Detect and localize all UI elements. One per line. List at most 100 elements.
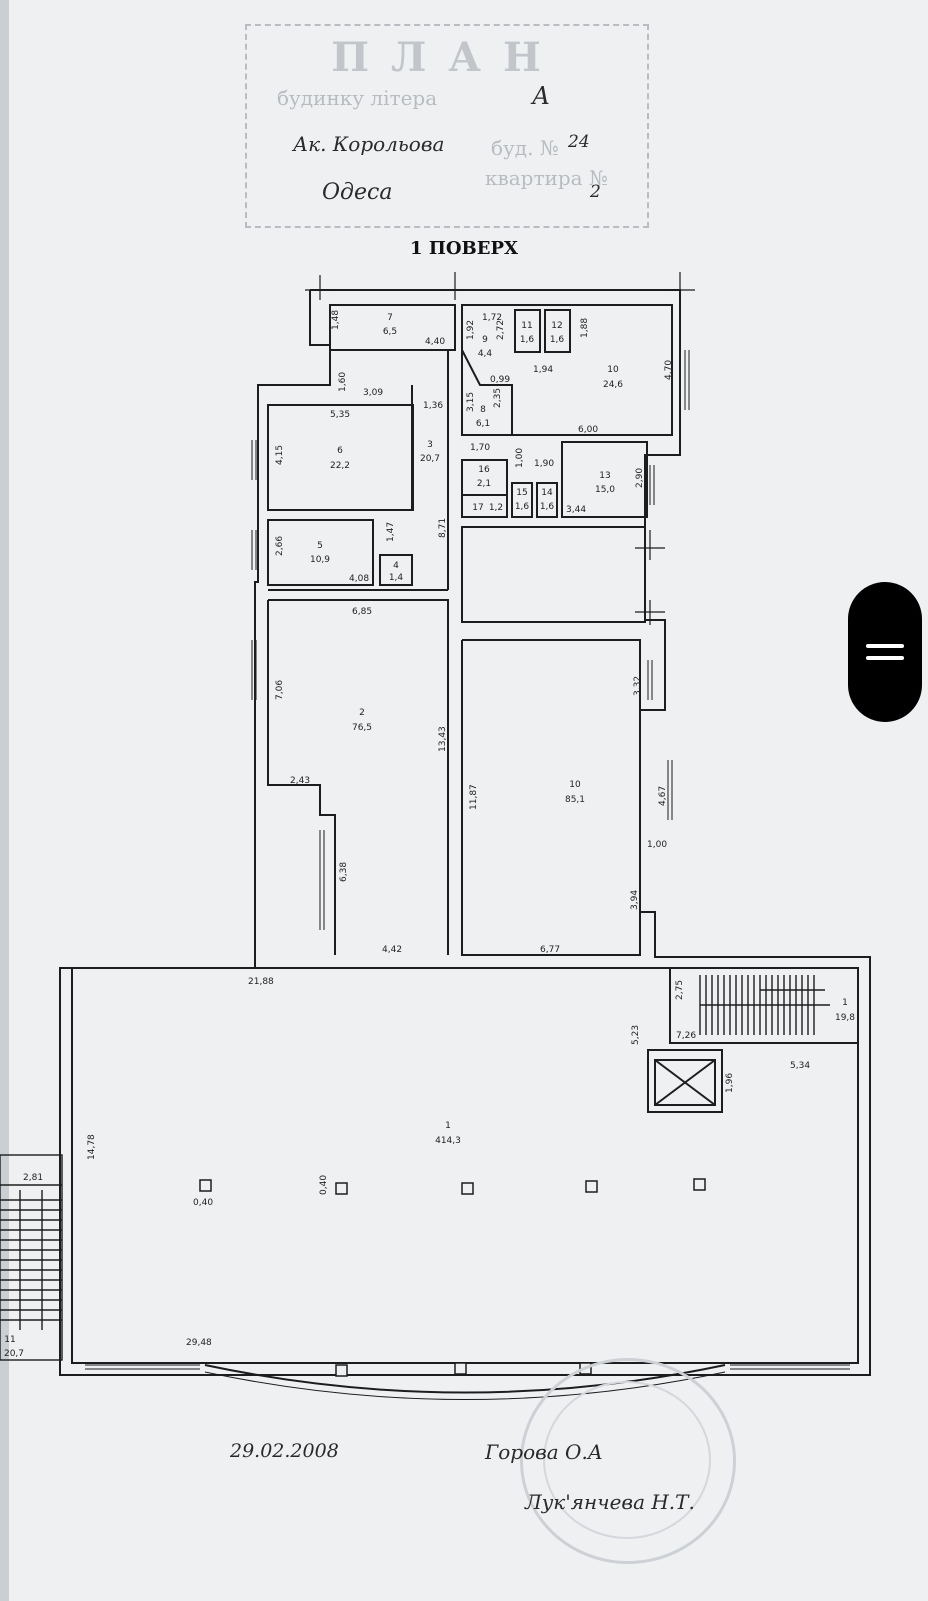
room-10-top-area: 24,6 <box>603 380 623 390</box>
dim-1-00: 1,00 <box>515 448 525 468</box>
dim-3-15: 3,15 <box>466 392 476 412</box>
dim-1-47: 1,47 <box>386 522 396 542</box>
side-menu-button[interactable] <box>848 582 922 722</box>
room-6-number: 6 <box>337 446 343 456</box>
room-7-number: 7 <box>387 313 393 323</box>
dim-14-78: 14,78 <box>87 1134 97 1160</box>
title-stamp: ПЛАН будинку літера квартира № буд. № <box>245 24 649 228</box>
room-9-area: 4,4 <box>478 349 493 359</box>
walls <box>59 289 871 1376</box>
room-11-area: 1,6 <box>520 335 535 345</box>
dim-6-77: 6,77 <box>540 945 560 955</box>
dim-4-67: 4,67 <box>658 786 668 806</box>
stamp-title: ПЛАН <box>331 34 563 81</box>
signature-name-1: Горова О.А <box>485 1440 603 1464</box>
dim-0-99: 0,99 <box>490 375 510 385</box>
dim-2-66: 2,66 <box>275 536 285 556</box>
dim-1-60: 1,60 <box>338 372 348 392</box>
stamp-letter-value: А <box>532 82 551 110</box>
room-13-area: 15,0 <box>595 485 615 495</box>
stamp-city-value: Одеса <box>322 180 393 205</box>
menu-lines-icon-bar <box>866 656 904 660</box>
room-2-number: 2 <box>359 708 365 718</box>
dim-4-08: 4,08 <box>349 574 369 584</box>
dim-1-00b: 1,00 <box>647 840 667 850</box>
room-5-area: 10,9 <box>310 555 330 565</box>
menu-lines-icon <box>866 644 904 648</box>
room-1-hall-area: 414,3 <box>435 1136 461 1146</box>
dim-0-40b: 0,40 <box>319 1175 329 1195</box>
room-11-left-area: 20,7 <box>4 1349 24 1359</box>
room-12-number: 12 <box>551 321 562 331</box>
dim-7-26: 7,26 <box>676 1031 696 1041</box>
stamp-house-number: 24 <box>568 132 590 152</box>
room-10-main-number: 10 <box>569 780 581 790</box>
dim-2-72: 2,72 <box>496 320 506 340</box>
staircase <box>699 975 830 1035</box>
stamp-street-value: Ак. Корольова <box>293 132 445 156</box>
dim-5-35: 5,35 <box>330 410 350 420</box>
dim-29-48: 29,48 <box>186 1338 212 1348</box>
dim-2-90: 2,90 <box>635 468 645 488</box>
room-16-area: 2,1 <box>477 479 491 489</box>
dim-1-90: 1,90 <box>534 459 554 469</box>
room-17-area: 1,2 <box>489 503 503 513</box>
stamp-building-label: будинку літера <box>277 86 438 110</box>
dim-2-35: 2,35 <box>493 388 503 408</box>
dim-5-23: 5,23 <box>631 1025 641 1045</box>
room-4-number: 4 <box>393 561 399 571</box>
room-16-number: 16 <box>478 465 490 475</box>
room-2-area: 76,5 <box>352 723 372 733</box>
dim-3-09: 3,09 <box>363 388 383 398</box>
room-3-number: 3 <box>427 440 433 450</box>
room-3-area: 20,7 <box>420 454 440 464</box>
dim-13-43: 13,43 <box>438 726 448 752</box>
room-17-number: 17 <box>472 503 483 513</box>
dim-4-42: 4,42 <box>382 945 402 955</box>
dim-7-06: 7,06 <box>275 680 285 700</box>
official-seal <box>520 1358 736 1564</box>
dim-2-43: 2,43 <box>290 776 310 786</box>
room-1-stair-area: 19,8 <box>835 1013 855 1023</box>
dim-11-87: 11,87 <box>469 784 479 810</box>
room-8-area: 6,1 <box>476 419 490 429</box>
windows <box>85 350 850 1370</box>
room-1-stair-number: 1 <box>842 998 848 1008</box>
room-5-number: 5 <box>317 541 323 551</box>
dim-1-48: 1,48 <box>331 310 341 330</box>
room-15-area: 1,6 <box>515 502 530 512</box>
dim-6-85: 6,85 <box>352 607 372 617</box>
room-labels: 7 6,5 9 4,4 11 1,6 12 1,6 10 24,6 8 6,1 … <box>4 313 855 1359</box>
signature-date: 29.02.2008 <box>230 1440 339 1462</box>
dim-3-94: 3,94 <box>630 890 640 910</box>
official-seal-inner <box>543 1381 711 1539</box>
dimension-labels: 1,48 4,40 1,72 1,92 2,72 1,88 1,94 0,99 … <box>23 310 810 1348</box>
dim-2-81: 2,81 <box>23 1173 43 1183</box>
dim-1-36: 1,36 <box>423 401 443 411</box>
room-1-hall-number: 1 <box>445 1121 451 1131</box>
dim-1-70: 1,70 <box>470 443 490 453</box>
stamp-house-label: буд. № <box>491 136 559 160</box>
columns <box>199 1178 706 1377</box>
dim-1-92: 1,92 <box>466 320 476 340</box>
room-10-main-area: 85,1 <box>565 795 585 805</box>
room-10-top-number: 10 <box>607 365 619 375</box>
room-14-area: 1,6 <box>540 502 555 512</box>
dim-1-94: 1,94 <box>533 365 553 375</box>
room-13-number: 13 <box>599 471 610 481</box>
room-6-area: 22,2 <box>330 461 350 471</box>
dim-6-38: 6,38 <box>339 862 349 882</box>
left-staircase <box>0 1154 63 1361</box>
dim-3-44: 3,44 <box>566 505 586 515</box>
room-15-number: 15 <box>516 488 527 498</box>
dim-21-88: 21,88 <box>248 977 274 987</box>
room-7-area: 6,5 <box>383 327 397 337</box>
axis-marks <box>305 272 695 625</box>
scan-edge <box>0 0 9 1601</box>
signature-name-2: Лук'янчева Н.Т. <box>525 1490 695 1514</box>
room-11-number: 11 <box>521 321 532 331</box>
dim-1-88: 1,88 <box>580 318 590 338</box>
dim-6-00: 6,00 <box>578 425 598 435</box>
room-4-area: 1,4 <box>389 573 404 583</box>
